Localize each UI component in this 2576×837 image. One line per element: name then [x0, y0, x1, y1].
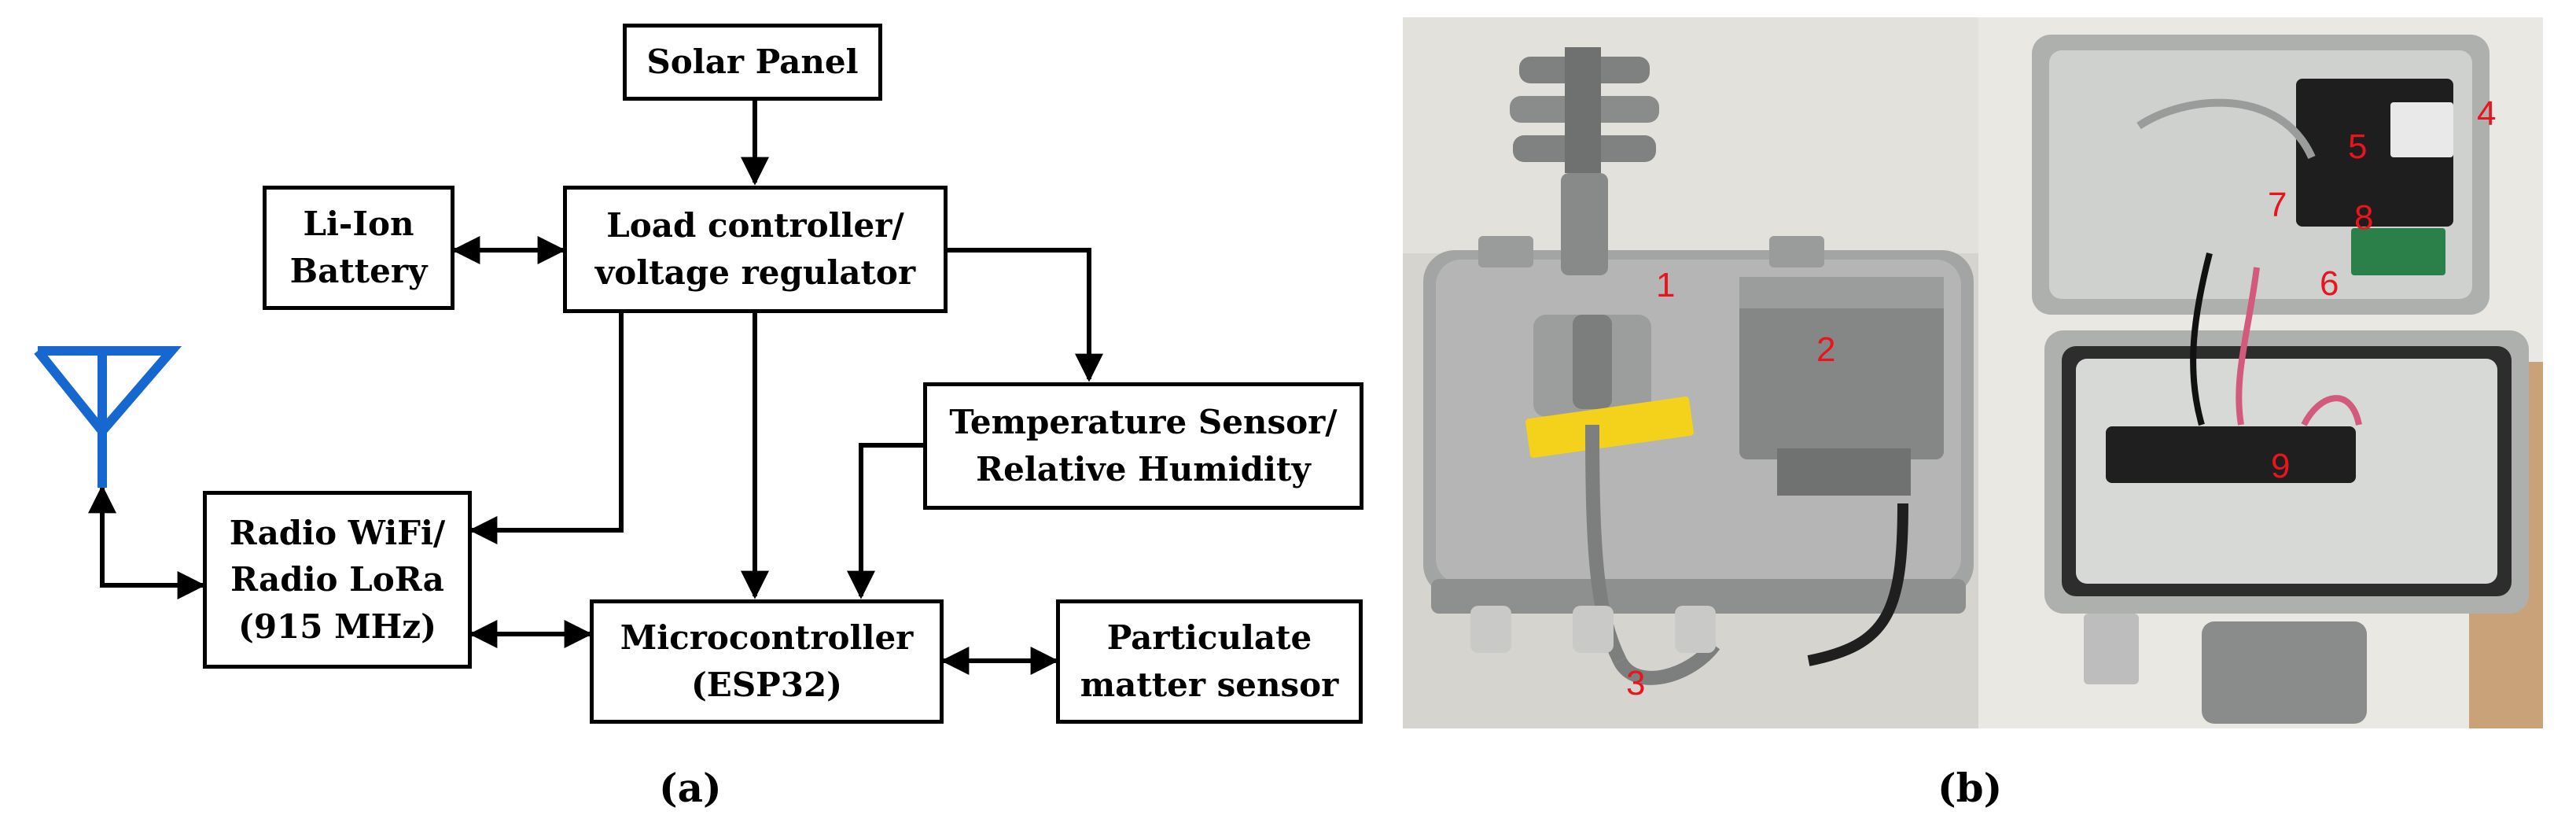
load-controller-block: Load controller/ voltage regulator	[563, 186, 948, 313]
arrow-temp-to-mcu	[847, 443, 923, 599]
photo-label-6: 6	[2320, 264, 2339, 303]
caption-b: (b)	[1938, 765, 2003, 811]
arrow-controller-to-radio	[469, 313, 624, 544]
temperature-sensor-block: Temperature Sensor/ Relative Humidity	[923, 382, 1363, 510]
caption-a: (a)	[659, 765, 722, 811]
antenna-icon	[34, 346, 182, 488]
radio-block: Radio WiFi/ Radio LoRa (915 MHz)	[203, 491, 472, 669]
solar-panel-block: Solar Panel	[623, 24, 882, 101]
photo-label-9: 9	[2271, 447, 2291, 485]
arrow-controller-to-temp	[948, 248, 1103, 382]
photo-right-open-enclosure	[1978, 17, 2543, 728]
microcontroller-block: Microcontroller (ESP32)	[590, 599, 944, 724]
arrow-antenna-radio	[88, 485, 206, 599]
photo-label-1: 1	[1656, 266, 1676, 304]
particulate-matter-sensor-block: Particulate matter sensor	[1056, 599, 1363, 724]
battery-block: Li-Ion Battery	[263, 186, 454, 310]
photo-label-7: 7	[2268, 186, 2287, 224]
photo-label-8: 8	[2354, 198, 2374, 237]
photo-label-3: 3	[1626, 664, 1646, 702]
photo-left-closed-enclosure	[1403, 17, 1978, 728]
photo-label-2: 2	[1816, 330, 1836, 369]
photo-label-5: 5	[2348, 127, 2368, 166]
photo-label-4: 4	[2477, 94, 2497, 133]
